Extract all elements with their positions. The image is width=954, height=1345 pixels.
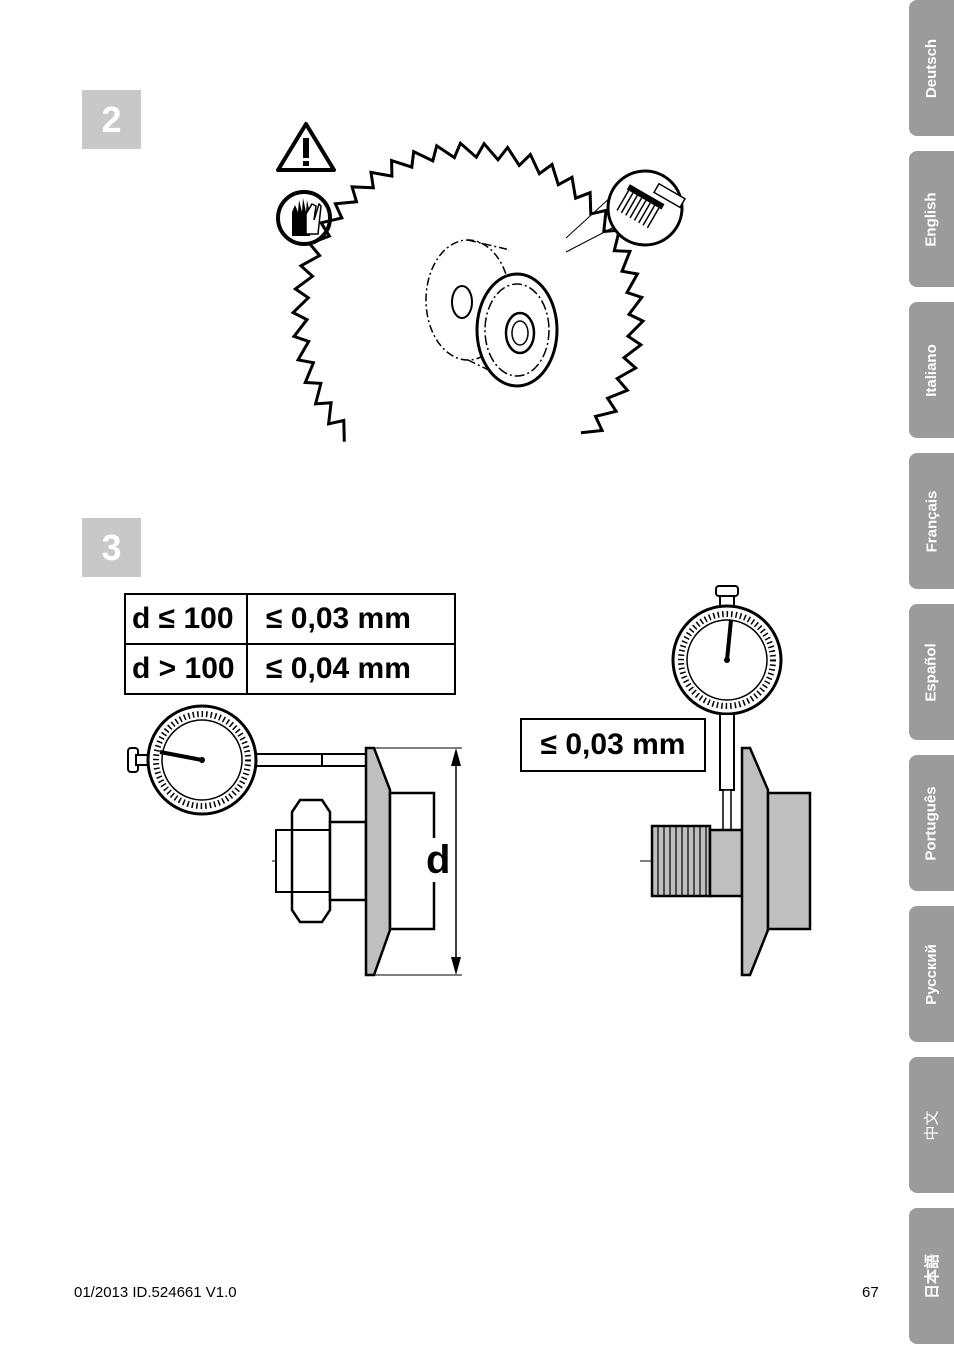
tolerance-cell: ≤ 0,04 mm [246,643,456,695]
brush-detail-icon [565,169,687,253]
tab-label: Italiano [923,343,941,397]
step-3-badge: 3 [82,518,141,577]
condition-cell: d > 100 [124,643,248,695]
tab-portugues[interactable]: Português [909,755,954,891]
tab-deutsch[interactable]: Deutsch [909,0,954,136]
tab-label: Español [923,642,941,702]
table-row: d ≤ 100 ≤ 0,03 mm [124,593,456,645]
tab-label: 日本語 [924,1253,942,1299]
tab-label: English [923,191,941,247]
tab-label: Português [923,785,940,861]
page-number: 67 [862,1284,879,1301]
shaft-assembly-left [272,746,462,977]
tab-label: Français [923,490,941,552]
tolerance-table: d ≤ 100 ≤ 0,03 mm d > 100 ≤ 0,04 mm [124,593,456,695]
axial-tolerance-box: ≤ 0,03 mm [520,718,706,772]
tab-francais[interactable]: Français [909,453,954,589]
shaft-assembly-right [640,746,812,977]
tab-label: Русский [923,943,941,1005]
condition-cell: d ≤ 100 [124,593,248,645]
tab-chinese[interactable]: 中文 [909,1057,954,1193]
warning-icon [276,122,336,172]
document-id: 01/2013 ID.524661 V1.0 [74,1284,237,1301]
gloves-icon [276,190,332,246]
tolerance-cell: ≤ 0,03 mm [246,593,456,645]
tab-italiano[interactable]: Italiano [909,302,954,438]
tab-japanese[interactable]: 日本語 [909,1208,954,1344]
saw-blade [290,140,646,442]
tab-english[interactable]: English [909,151,954,287]
tab-russkiy[interactable]: Русский [909,906,954,1042]
dial-gauge-right [671,585,783,831]
tab-label: 中文 [923,1109,941,1141]
dimension-d-label: d [424,838,453,882]
dial-gauge-left [127,704,367,816]
tab-label: Deutsch [923,38,940,98]
table-row: d > 100 ≤ 0,04 mm [124,643,456,695]
step-2-badge: 2 [82,90,141,149]
tab-espanol[interactable]: Español [909,604,954,740]
flange-drawing [425,239,559,388]
